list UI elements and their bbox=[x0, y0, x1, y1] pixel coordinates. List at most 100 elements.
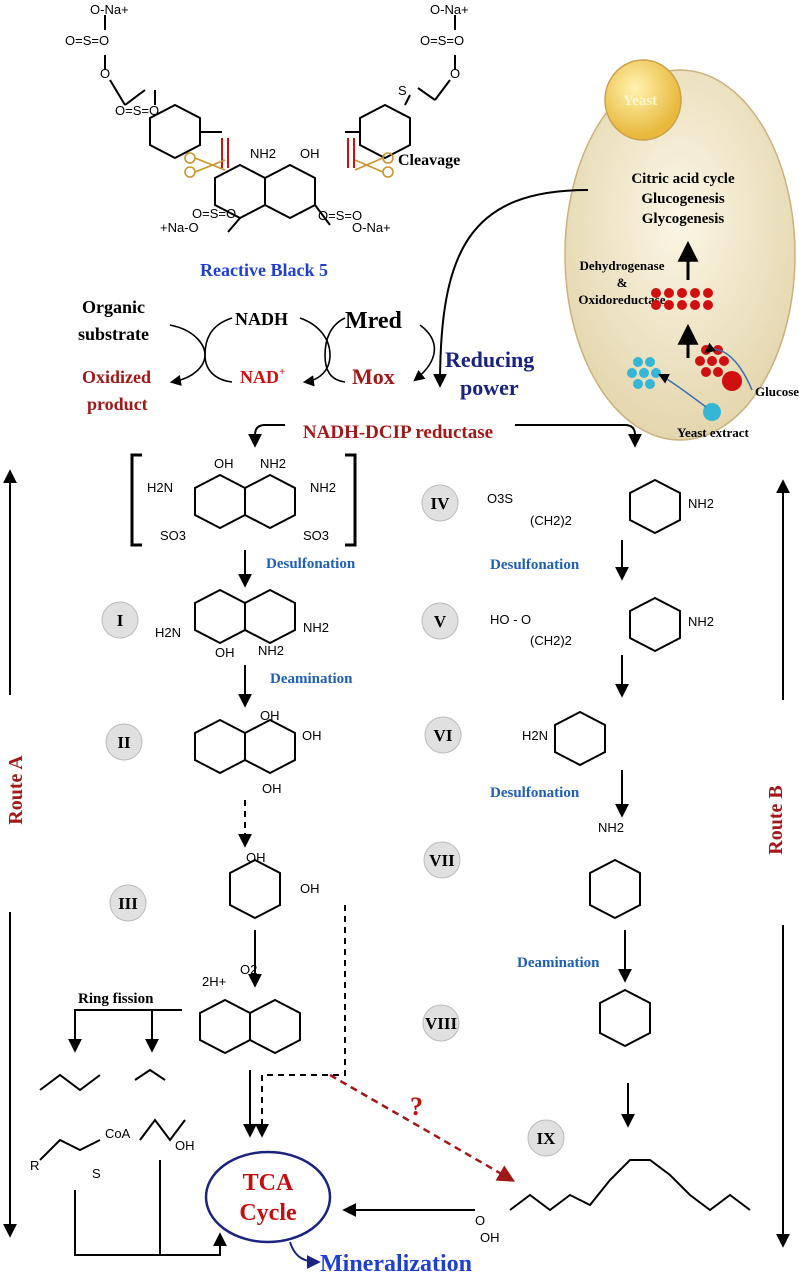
step-badges bbox=[101, 484, 565, 1157]
yeast-extract-dot bbox=[651, 368, 661, 378]
route-b-structures bbox=[342, 478, 751, 1217]
organic-substrate-line1: Organic bbox=[82, 297, 145, 317]
oxidized-product-line2: product bbox=[87, 394, 148, 414]
product-dot bbox=[690, 300, 700, 310]
nh2-label: NH2 bbox=[250, 146, 276, 161]
svg-text:NH2: NH2 bbox=[598, 820, 624, 835]
branch-route-a-arrow bbox=[248, 424, 285, 448]
ring-fission-label: Ring fission bbox=[78, 991, 154, 1007]
reducing-power-line1: Reducing bbox=[445, 347, 534, 372]
svg-text:O=S=O: O=S=O bbox=[65, 33, 109, 48]
oxidized-product-line1: Oxidized bbox=[82, 367, 151, 387]
glucose-dot bbox=[695, 356, 705, 366]
reactive-black-5-structure bbox=[104, 15, 456, 233]
svg-text:SO3: SO3 bbox=[303, 528, 329, 543]
yeast-label: Yeast bbox=[623, 93, 657, 109]
oh-label: OH bbox=[300, 146, 320, 161]
organic-substrate-line2: substrate bbox=[78, 324, 149, 344]
redox-cycle-arrows bbox=[169, 317, 436, 387]
glucose-dot bbox=[719, 356, 729, 366]
svg-text:R: R bbox=[30, 1158, 39, 1173]
yeast-extract-dot bbox=[645, 357, 655, 367]
mred-label: Mred bbox=[345, 308, 403, 334]
svg-text:CoA: CoA bbox=[105, 1126, 131, 1141]
deamination-a: Deamination bbox=[270, 671, 353, 687]
svg-text:OH: OH bbox=[260, 708, 280, 723]
product-dot bbox=[677, 288, 687, 298]
svg-text:NH2: NH2 bbox=[688, 614, 714, 629]
svg-text:H2N: H2N bbox=[147, 480, 173, 495]
tca-cycle-ellipse bbox=[204, 1150, 332, 1244]
svg-text:H2N: H2N bbox=[522, 728, 548, 743]
enzyme-dehydrogenase: Dehydrogenase bbox=[580, 258, 665, 273]
enzyme-amp: & bbox=[617, 275, 628, 290]
nadh-label: NADH bbox=[235, 309, 288, 329]
nad-label: NAD+ bbox=[240, 366, 285, 387]
question-mark: ? bbox=[410, 1092, 423, 1121]
svg-text:O-Na+: O-Na+ bbox=[352, 220, 391, 235]
glucose-dot bbox=[707, 356, 717, 366]
product-dot bbox=[703, 288, 713, 298]
svg-text:O: O bbox=[475, 1213, 485, 1228]
mineralization-label: Mineralization bbox=[320, 1251, 472, 1277]
svg-text:2H+: 2H+ bbox=[202, 974, 226, 989]
svg-text:OH: OH bbox=[480, 1230, 500, 1245]
step-iv: IV bbox=[431, 494, 451, 513]
yeast-extract-dot bbox=[627, 368, 637, 378]
svg-text:OH: OH bbox=[302, 728, 322, 743]
product-dot bbox=[690, 288, 700, 298]
step-i: I bbox=[117, 611, 124, 630]
svg-text:O2: O2 bbox=[240, 962, 257, 977]
product-dot bbox=[677, 300, 687, 310]
cycle-citric: Citric acid cycle bbox=[631, 171, 735, 187]
svg-text:OH: OH bbox=[175, 1138, 195, 1153]
svg-text:O=S=O: O=S=O bbox=[192, 206, 236, 221]
svg-text:OH: OH bbox=[246, 850, 266, 865]
branch-route-b-arrow bbox=[515, 424, 642, 448]
step-ix: IX bbox=[537, 1129, 557, 1148]
yeast-extract-dots-cluster bbox=[627, 357, 661, 389]
na-label-right: O-Na+ bbox=[430, 2, 469, 17]
yeast-extract-dot bbox=[645, 379, 655, 389]
yeast-cell bbox=[564, 59, 796, 441]
yeast-extract-legend-dot bbox=[703, 403, 721, 421]
yeast-extract-label: Yeast extract bbox=[677, 425, 749, 440]
svg-text:NH2: NH2 bbox=[310, 480, 336, 495]
product-dot bbox=[651, 288, 661, 298]
na-label-left: O-Na+ bbox=[90, 2, 129, 17]
svg-text:S: S bbox=[398, 83, 407, 98]
yeast-extract-dot bbox=[633, 379, 643, 389]
step-viii: VIII bbox=[425, 1014, 458, 1033]
mox-label: Mox bbox=[352, 364, 395, 389]
yeast-extract-dot bbox=[639, 368, 649, 378]
desulfonation-b1: Desulfonation bbox=[490, 557, 580, 573]
desulfonation-a: Desulfonation bbox=[266, 556, 356, 572]
route-a-structures bbox=[39, 453, 357, 1256]
svg-text:O=S=O: O=S=O bbox=[318, 208, 362, 223]
deamination-b: Deamination bbox=[517, 955, 600, 971]
route-a-label: Route A bbox=[5, 755, 27, 825]
unknown-route-arrow bbox=[329, 1073, 516, 1182]
svg-text:O: O bbox=[100, 66, 110, 81]
svg-text:NH2: NH2 bbox=[303, 620, 329, 635]
step-vi: VI bbox=[434, 726, 453, 745]
dye-name: Reactive Black 5 bbox=[200, 260, 328, 280]
desulfonation-b2: Desulfonation bbox=[490, 785, 580, 801]
reductase-label: NADH-DCIP reductase bbox=[303, 422, 493, 443]
glucose-legend-dot bbox=[722, 371, 742, 391]
svg-text:HO - O: HO - O bbox=[490, 612, 531, 627]
cycle-glycogenesis: Glycogenesis bbox=[642, 211, 725, 227]
glucose-dot bbox=[701, 367, 711, 377]
svg-text:S: S bbox=[92, 1166, 101, 1181]
svg-text:O=S=O: O=S=O bbox=[115, 103, 159, 118]
svg-text:O: O bbox=[450, 66, 460, 81]
product-dot bbox=[651, 300, 661, 310]
product-dot bbox=[703, 300, 713, 310]
svg-text:OH: OH bbox=[214, 456, 234, 471]
svg-text:NH2: NH2 bbox=[260, 456, 286, 471]
svg-text:OH: OH bbox=[215, 645, 235, 660]
mineralization-arrow bbox=[289, 1241, 321, 1269]
svg-text:NH2: NH2 bbox=[688, 496, 714, 511]
